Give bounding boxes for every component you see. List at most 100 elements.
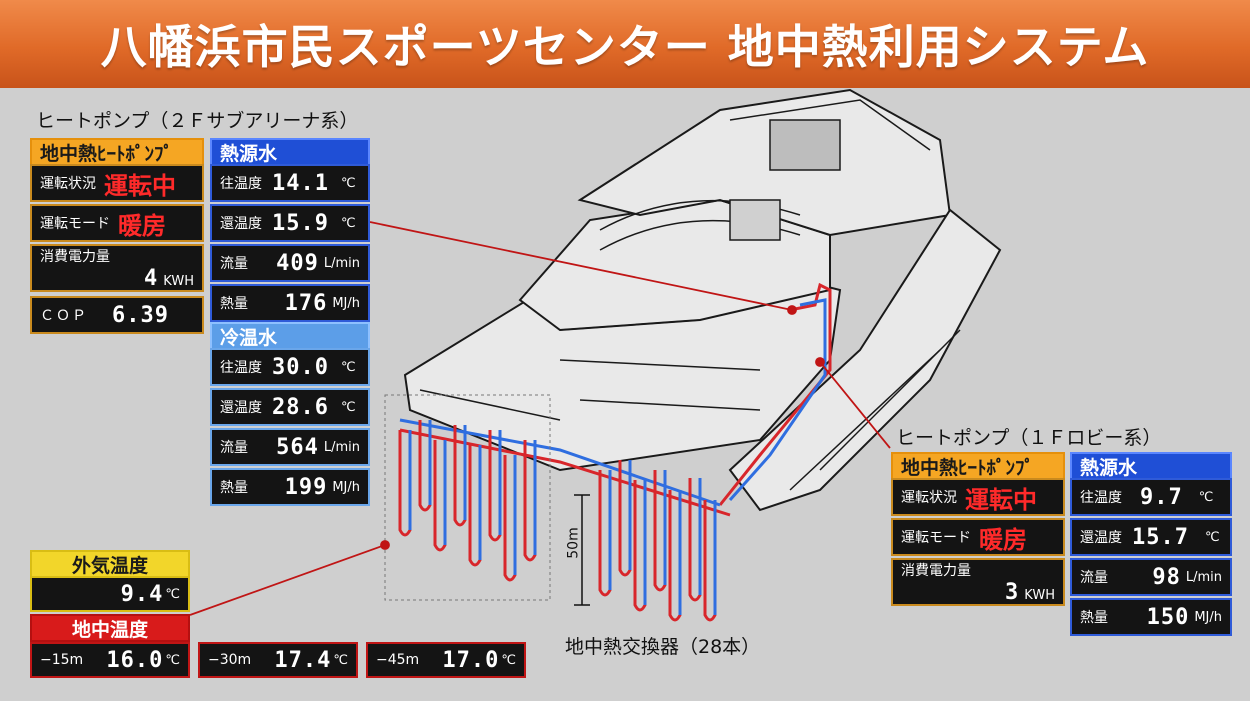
hp2f-cop-label: ＣＯＰ [40, 308, 88, 324]
hp2f-power-unit: KWH [163, 273, 194, 289]
depth-arrow [574, 494, 590, 606]
hp2f-status: 運転状況 運転中 [30, 164, 204, 202]
ground-temp-30: −30m 17.4 ℃ [198, 642, 358, 678]
ground-heat-exchangers [398, 420, 717, 622]
hs1f-supply-label: 往温度 [1080, 490, 1122, 506]
hs1f-return-value: 15.7 [1132, 524, 1189, 550]
hs2f-heat: 熱量 176 MJ/h [210, 284, 370, 322]
ground-temp-15: −15m 16.0 ℃ [30, 642, 190, 678]
hs2f-return: 還温度 15.9 ℃ [210, 204, 370, 242]
hp1f-power: 消費電力量 3 KWH [891, 558, 1065, 606]
cw2f-supply: 往温度 30.0 ℃ [210, 348, 370, 386]
hs1f-return: 還温度 15.7 ℃ [1070, 518, 1232, 556]
hs2f-flow-label: 流量 [220, 256, 248, 272]
outdoor-temp-unit: ℃ [165, 586, 180, 602]
hp2f-status-label: 運転状況 [40, 176, 96, 192]
title-bar: 八幡浜市民スポーツセンター 地中熱利用システム [0, 0, 1250, 88]
hp2f-cop: ＣＯＰ 6.39 [30, 296, 204, 334]
ground-temp-value: 17.4 [274, 647, 332, 673]
hp2f-mode-label: 運転モード [40, 216, 110, 232]
cw2f-flow: 流量 564 L/min [210, 428, 370, 466]
hp1f-status-value: 運転中 [965, 485, 1037, 514]
page-title: 八幡浜市民スポーツセンター 地中熱利用システム [100, 20, 1150, 74]
ground-temp-unit: ℃ [501, 652, 516, 668]
hs1f-supply: 往温度 9.7 ℃ [1070, 478, 1232, 516]
hs2f-heat-value: 176 [284, 290, 328, 316]
hp2f-power-value: 4 [144, 265, 159, 291]
hs2f-return-label: 還温度 [220, 216, 262, 232]
hs1f-flow-unit: L/min [1185, 569, 1222, 585]
cw2f-return-unit: ℃ [340, 399, 356, 415]
hp1f-mode-label: 運転モード [901, 530, 971, 546]
hs1f-return-unit: ℃ [1204, 529, 1220, 545]
hp2f-power-label: 消費電力量 [40, 248, 110, 265]
hp2f-caption: ヒートポンプ（２Ｆサブアリーナ系） [36, 110, 359, 132]
hs2f-heat-label: 熱量 [220, 296, 248, 312]
hp1f-caption: ヒートポンプ（１Ｆロビー系） [896, 427, 1162, 449]
cw2f-flow-label: 流量 [220, 440, 248, 456]
hs1f-heat-unit: MJ/h [1194, 609, 1222, 625]
hp1f-header: 地中熱ﾋｰﾄﾎﾟﾝﾌﾟ [891, 452, 1065, 480]
cw2f-supply-unit: ℃ [340, 359, 356, 375]
cw2f-return-value: 28.6 [272, 394, 329, 420]
hs2f-return-unit: ℃ [340, 215, 356, 231]
header-pipes [399, 418, 731, 517]
hp1f-power-value: 3 [1005, 579, 1020, 605]
hp2f-header: 地中熱ﾋｰﾄﾎﾟﾝﾌﾟ [30, 138, 204, 166]
ground-header: 地中温度 [30, 614, 190, 642]
hp1f-power-label: 消費電力量 [901, 562, 971, 579]
ground-depth-label: −15m [40, 652, 84, 668]
cw2f-supply-label: 往温度 [220, 360, 262, 376]
well-field-box [384, 394, 551, 601]
hs2f-return-value: 15.9 [272, 210, 329, 236]
building-pipes [718, 282, 832, 506]
hs2f-heat-unit: MJ/h [332, 295, 360, 311]
hs1f-heat-value: 150 [1146, 604, 1190, 630]
hs1f-heat: 熱量 150 MJ/h [1070, 598, 1232, 636]
hp2f-cop-value: 6.39 [112, 302, 169, 328]
cw2f-heat-label: 熱量 [220, 480, 248, 496]
hs2f-flow-value: 409 [276, 250, 319, 276]
hs1f-supply-value: 9.7 [1140, 484, 1183, 510]
ground-temp-value: 17.0 [442, 647, 500, 673]
ground-temp-value: 16.0 [106, 647, 164, 673]
cw2f-heat: 熱量 199 MJ/h [210, 468, 370, 506]
hp2f-status-value: 運転中 [104, 171, 176, 200]
hs1f-flow: 流量 98 L/min [1070, 558, 1232, 596]
exchanger-caption: 地中熱交換器（28本） [565, 636, 761, 658]
hs2f-supply-label: 往温度 [220, 176, 262, 192]
hp2f-mode: 運転モード 暖房 [30, 204, 204, 242]
outdoor-header: 外気温度 [30, 550, 190, 578]
hp1f-power-unit: KWH [1024, 587, 1055, 603]
hp1f-status: 運転状況 運転中 [891, 478, 1065, 516]
hs1f-flow-value: 98 [1152, 564, 1181, 590]
cw2f-flow-unit: L/min [323, 439, 360, 455]
cw2f-heat-value: 199 [284, 474, 328, 500]
hs2f-supply-unit: ℃ [340, 175, 356, 191]
callout-lines [189, 221, 891, 616]
hs2f-flow: 流量 409 L/min [210, 244, 370, 282]
hs2f-supply-value: 14.1 [272, 170, 329, 196]
hp1f-status-label: 運転状況 [901, 490, 957, 506]
hs1f-flow-label: 流量 [1080, 570, 1108, 586]
hs2f-flow-unit: L/min [323, 255, 360, 271]
hs1f-supply-unit: ℃ [1198, 489, 1214, 505]
ground-temp-unit: ℃ [165, 652, 180, 668]
cw2f-flow-value: 564 [276, 434, 319, 460]
ground-depth-label: −30m [208, 652, 252, 668]
hp2f-power: 消費電力量 4 KWH [30, 244, 204, 292]
hp1f-mode: 運転モード 暖房 [891, 518, 1065, 556]
ground-temp-45: −45m 17.0 ℃ [366, 642, 526, 678]
cw2f-header: 冷温水 [210, 322, 370, 350]
outdoor-temp: 9.4 ℃ [30, 576, 190, 612]
ground-temp-unit: ℃ [333, 652, 348, 668]
building-details [419, 99, 961, 491]
cw2f-return: 還温度 28.6 ℃ [210, 388, 370, 426]
cw2f-heat-unit: MJ/h [332, 479, 360, 495]
cw2f-return-label: 還温度 [220, 400, 262, 416]
hs1f-heat-label: 熱量 [1080, 610, 1108, 626]
hs1f-header: 熱源水 [1070, 452, 1232, 480]
cw2f-supply-value: 30.0 [272, 354, 329, 380]
hs2f-supply: 往温度 14.1 ℃ [210, 164, 370, 202]
